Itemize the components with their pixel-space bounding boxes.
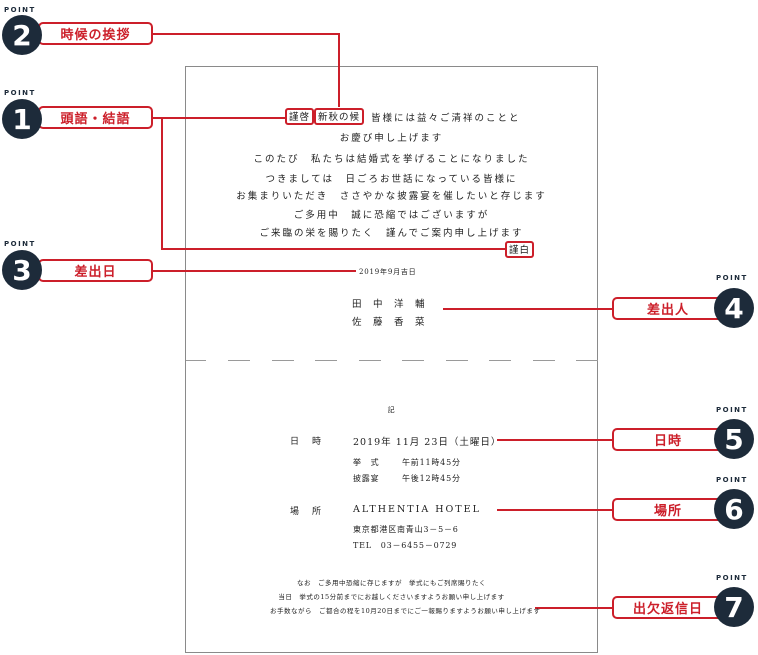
ceremony-label: 挙 式 xyxy=(353,458,380,467)
note-line-2: 当日 挙式の15分前までにお越しくださいますようお願い申し上げます xyxy=(278,593,505,601)
connector-point-1 xyxy=(152,117,286,119)
reception-time: 午後12時45分 xyxy=(402,474,461,483)
opening-word: 謹啓 xyxy=(285,108,315,125)
point-1-number-icon: 1 xyxy=(2,99,42,139)
place-label: 場 所 xyxy=(290,507,324,517)
body-line-1: お慶び申し上げます xyxy=(339,133,444,144)
body-line-5: ご多用中 誠に恐縮ではございますが xyxy=(293,210,490,221)
send-date: 2019年9月吉日 xyxy=(359,268,417,276)
point-7-label: 出欠返信日 xyxy=(612,596,724,619)
point-7-number-icon: 7 xyxy=(714,587,754,627)
greeting-line-1: 皆様には益々ご清祥のことと xyxy=(371,113,521,124)
datetime-value: 2019年 11月 23日（土曜日） xyxy=(353,437,502,448)
point-4-number-icon: 4 xyxy=(714,288,754,328)
connector-point-3 xyxy=(152,270,356,272)
connector-point-7 xyxy=(535,607,613,609)
connector-point-6 xyxy=(497,509,613,511)
point-6-label: 場所 xyxy=(612,498,724,521)
connector-point-4 xyxy=(443,308,613,310)
connector-point-2 xyxy=(152,33,340,35)
connector-point-5 xyxy=(497,439,613,441)
reception-label: 披露宴 xyxy=(353,474,380,483)
body-line-2: このたび 私たちは結婚式を挙げることになりました xyxy=(253,154,530,165)
closing-word: 謹白 xyxy=(505,241,535,258)
point-4-label: 差出人 xyxy=(612,297,724,320)
ceremony-time: 午前11時45分 xyxy=(402,458,461,467)
body-line-4: お集まりいただき ささやかな披露宴を催したいと存じます xyxy=(236,191,547,202)
sender-1: 田 中 洋 輔 xyxy=(352,299,426,310)
seasonal-greeting: 新秋の候 xyxy=(314,108,365,125)
point-3-label: 差出日 xyxy=(38,259,153,282)
ki-heading: 記 xyxy=(387,406,396,414)
invitation-card xyxy=(185,66,598,653)
datetime-label: 日 時 xyxy=(290,437,324,447)
tel: TEL 03－6455－0729 xyxy=(353,541,458,550)
body-line-6: ご来臨の栄を賜りたく 謹んでご案内申し上げます xyxy=(259,228,524,239)
note-line-3: お手数ながら ご都合の程を10月20日までにご一報賜りますようお願い申し上げます xyxy=(270,607,541,615)
point-5-number-icon: 5 xyxy=(714,419,754,459)
place-name: ALTHENTIA HOTEL xyxy=(353,504,481,515)
note-line-1: なお ご多用中恐縮に存じますが 挙式にもご列席賜りたく xyxy=(297,579,486,587)
point-2-label: 時候の挨拶 xyxy=(38,22,153,45)
sender-2: 佐 藤 香 菜 xyxy=(352,317,426,328)
point-3-number-icon: 3 xyxy=(2,250,42,290)
point-1-label: 頭語・結語 xyxy=(38,106,153,129)
point-5-label: 日時 xyxy=(612,428,724,451)
address: 東京都港区南青山3－5－6 xyxy=(353,525,459,534)
point-6-number-icon: 6 xyxy=(714,489,754,529)
point-2-number-icon: 2 xyxy=(2,15,42,55)
body-line-3: つきましては 日ごろお世話になっている皆様に xyxy=(265,174,518,185)
